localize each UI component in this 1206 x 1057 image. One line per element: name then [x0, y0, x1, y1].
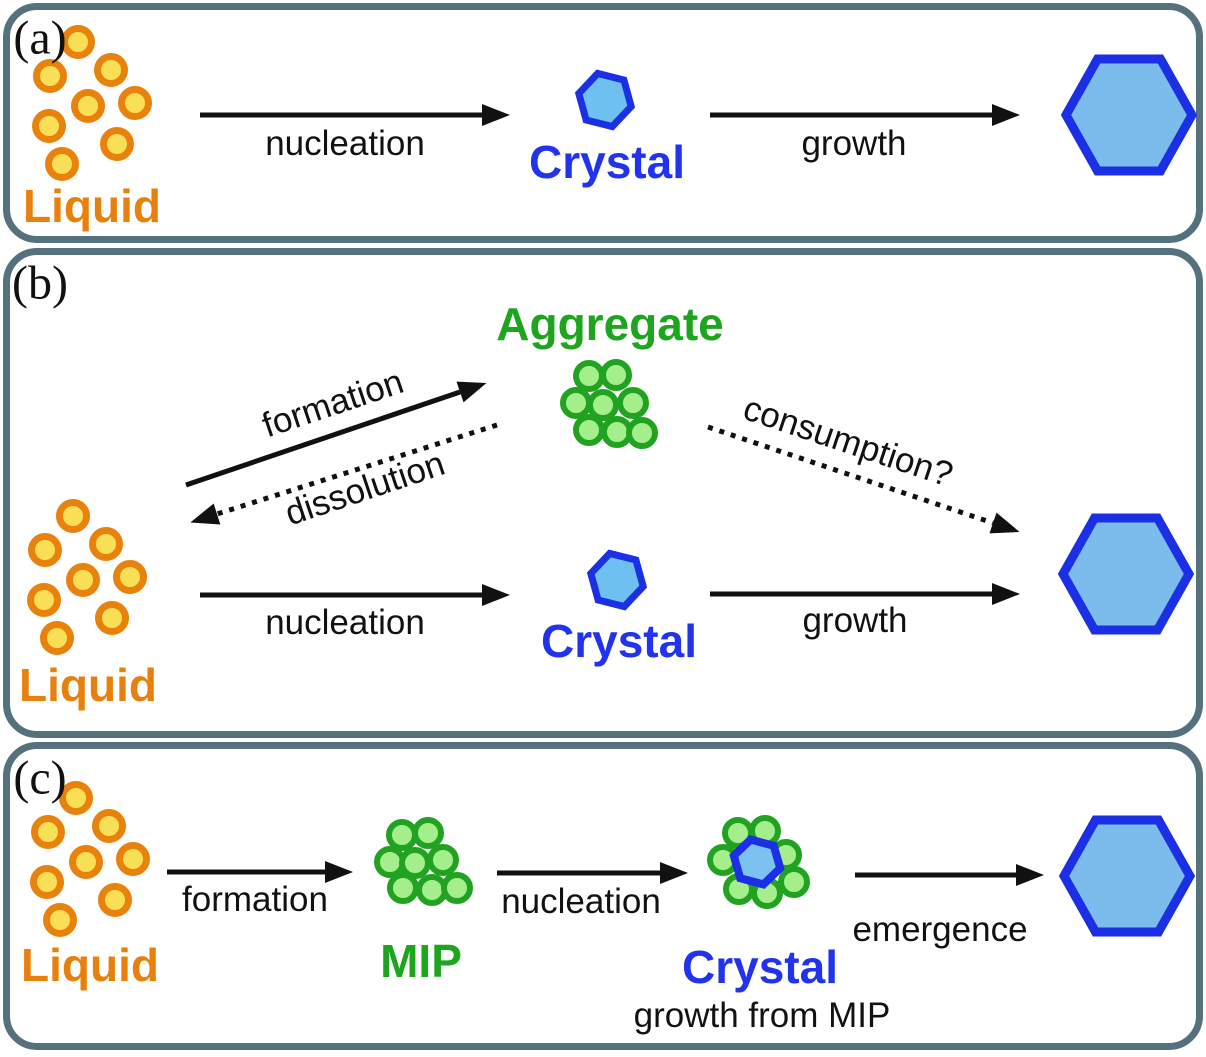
- liquid-molecule-icon: [100, 127, 134, 161]
- aggregate-particle-icon: [600, 359, 632, 391]
- liquid-molecule-icon: [33, 59, 67, 93]
- liquid-molecule-icon: [27, 583, 61, 617]
- panel-b-frame: [3, 248, 1203, 738]
- big-crystal-hexagon-icon-c: [1059, 815, 1195, 937]
- growth-label-b: growth: [802, 601, 908, 640]
- nucleation-label-a: nucleation: [265, 124, 425, 163]
- liquid-molecule-icon: [30, 865, 64, 899]
- liquid-molecule-icon: [71, 89, 105, 123]
- liquid-label-c: Liquid: [21, 939, 159, 991]
- nucleation-label-b: nucleation: [265, 603, 425, 642]
- liquid-molecule-icon: [56, 499, 90, 533]
- liquid-molecule-icon: [59, 781, 93, 815]
- liquid-molecule-icon: [31, 815, 65, 849]
- panel-c-label: (c): [13, 751, 67, 805]
- mip-particle-icon: [427, 844, 459, 876]
- liquid-molecule-icon: [66, 563, 100, 597]
- aggregate-particle-icon: [587, 389, 619, 421]
- liquid-molecule-icon: [118, 86, 152, 120]
- growth-label-a: growth: [801, 124, 907, 163]
- mip-particle-icon: [412, 817, 444, 849]
- mip-particle-icon: [778, 866, 810, 898]
- liquid-molecule-icon: [116, 842, 150, 876]
- liquid-molecule-icon: [94, 53, 128, 87]
- liquid-molecule-icon: [45, 147, 79, 181]
- liquid-molecule-icon: [32, 109, 66, 143]
- aggregate-particle-icon: [626, 417, 658, 449]
- liquid-label-a: Liquid: [23, 180, 161, 232]
- liquid-molecule-icon: [98, 883, 132, 917]
- liquid-molecule-icon: [92, 809, 126, 843]
- crystal-nucleus-hexagon-icon-b: [586, 549, 648, 611]
- crystal-label-a: Crystal: [529, 136, 685, 188]
- big-crystal-hexagon-icon-a: [1061, 54, 1197, 176]
- liquid-molecule-icon: [28, 533, 62, 567]
- crystal-nucleus-hexagon-icon-a: [574, 69, 636, 131]
- liquid-molecule-icon: [40, 621, 74, 655]
- panel-c-frame: [3, 742, 1203, 1050]
- liquid-molecule-icon: [43, 903, 77, 937]
- big-crystal-hexagon-icon-b: [1058, 513, 1194, 635]
- nucleation-label-c: nucleation: [501, 882, 661, 921]
- liquid-molecule-icon: [61, 25, 95, 59]
- liquid-molecule-icon: [113, 560, 147, 594]
- mip-particle-icon: [387, 872, 419, 904]
- emergence-label-c: emergence: [852, 910, 1028, 949]
- panel-b-label: (b): [12, 256, 68, 310]
- mip-label-c: MIP: [380, 935, 462, 987]
- crystal-nucleus-hexagon-icon-c: [729, 835, 785, 889]
- liquid-molecule-icon: [95, 601, 129, 635]
- crystal-label-b: Crystal: [541, 615, 697, 667]
- liquid-molecule-icon: [69, 845, 103, 879]
- liquid-molecule-icon: [89, 527, 123, 561]
- aggregate-particle-icon: [617, 387, 649, 419]
- growth-from-mip-label-c: growth from MIP: [633, 996, 891, 1035]
- liquid-label-b: Liquid: [19, 659, 157, 711]
- formation-label-c: formation: [182, 880, 328, 919]
- aggregate-label-b: Aggregate: [496, 298, 724, 350]
- crystal-label-c: Crystal: [682, 941, 838, 993]
- mip-particle-icon: [441, 872, 473, 904]
- panel-a-label: (a): [13, 11, 67, 65]
